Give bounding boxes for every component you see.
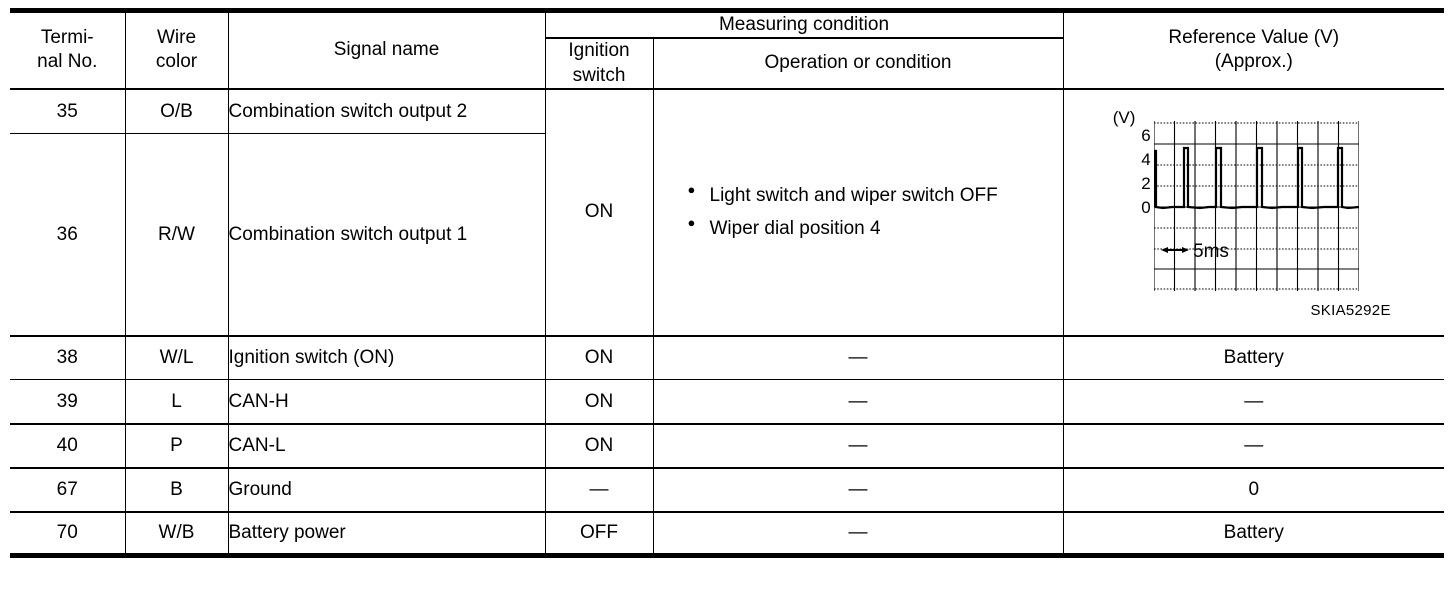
- header-reference-value-line2: (Approx.): [1214, 51, 1293, 73]
- cell-terminal-no: 40: [10, 422, 126, 469]
- cell-ignition-switch: ON: [544, 87, 654, 337]
- cell-wire-color: W/B: [124, 510, 229, 559]
- condition-bullet-item: Wiper dial position 4: [687, 212, 1063, 245]
- header-wire-color: Wire color: [124, 7, 229, 90]
- cell-wire-color: B: [124, 466, 229, 513]
- waveform-time-marker: [1160, 247, 1189, 254]
- waveform-y-tick: 4: [1141, 150, 1151, 170]
- header-wire-color-line1: Wire: [156, 27, 197, 49]
- cell-ignition-switch: ON: [544, 379, 654, 425]
- cell-signal-name: Combination switch output 2: [227, 87, 546, 135]
- header-ignition-switch-line2: switch: [572, 64, 626, 86]
- cell-operation-or-condition: —: [652, 466, 1064, 513]
- condition-bullet-list: Light switch and wiper switch OFF Wiper …: [654, 179, 1063, 246]
- header-ignition-switch-line1: Ignition: [568, 40, 630, 62]
- cell-wire-color: P: [124, 422, 229, 469]
- cell-operation-or-condition: —: [652, 334, 1064, 381]
- cell-wire-color: W/L: [124, 334, 229, 381]
- figure-caption: SKIA5292E: [1310, 302, 1391, 320]
- cell-ignition-switch: —: [544, 466, 654, 513]
- header-terminal-no: Termi- nal No.: [10, 7, 126, 90]
- header-terminal-no-line2: nal No.: [37, 51, 98, 73]
- waveform-unit-label: (V): [1112, 108, 1136, 128]
- cell-terminal-no: 39: [10, 379, 126, 425]
- cell-operation-or-condition: Light switch and wiper switch OFF Wiper …: [652, 87, 1064, 337]
- cell-wire-color: R/W: [124, 133, 229, 337]
- cell-reference-value: —: [1062, 422, 1445, 469]
- header-ignition-switch: Ignition switch: [545, 37, 654, 90]
- header-measuring-condition: Measuring condition: [544, 8, 1064, 40]
- header-wire-color-line2: color: [155, 51, 198, 73]
- table-row: 36 R/W Combination switch output 1: [10, 133, 1444, 337]
- cell-operation-or-condition: —: [652, 422, 1064, 469]
- cell-signal-name: CAN-L: [227, 422, 546, 469]
- condition-bullet-item: Light switch and wiper switch OFF: [687, 179, 1063, 212]
- waveform-trace: [1153, 147, 1359, 210]
- cell-signal-name: Battery power: [227, 510, 546, 559]
- oscilloscope-figure: (V) 6 4 2 0: [1109, 107, 1399, 320]
- table-row: 40 P CAN-L ON — —: [10, 422, 1445, 469]
- cell-ignition-switch: ON: [544, 334, 654, 381]
- cell-ignition-switch: ON: [544, 422, 654, 469]
- cell-terminal-no: 35: [10, 87, 126, 135]
- cell-signal-name: Ignition switch (ON): [227, 334, 546, 381]
- table-row: 38 W/L Ignition switch (ON) ON — Battery: [10, 334, 1445, 381]
- header-operation-or-condition: Operation or condition: [652, 37, 1064, 90]
- waveform-y-tick: 0: [1141, 198, 1151, 218]
- cell-reference-value-waveform: (V) 6 4 2 0: [1062, 87, 1445, 337]
- header-reference-value-line1: Reference Value (V): [1168, 27, 1340, 49]
- terminal-layout-table: Termi- nal No. Wire color Signal name Me…: [10, 7, 1445, 559]
- cell-terminal-no: 67: [10, 466, 126, 513]
- cell-signal-name: Combination switch output 1: [227, 133, 545, 337]
- cell-terminal-no: 70: [10, 510, 126, 559]
- waveform-y-tick: 2: [1141, 174, 1151, 194]
- cell-signal-name: Ground: [227, 466, 546, 513]
- table-row: 67 B Ground — — 0: [10, 466, 1445, 513]
- header-signal-name: Signal name: [227, 7, 546, 90]
- header-reference-value: Reference Value (V) (Approx.): [1062, 7, 1445, 90]
- cell-wire-color: L: [124, 379, 229, 425]
- waveform-y-axis: 6 4 2 0: [1129, 126, 1151, 223]
- table-row: 39 L CAN-H ON — —: [10, 379, 1445, 425]
- header-row-top: Termi- nal No. Wire color Signal name Me…: [10, 7, 1445, 90]
- cell-reference-value: Battery: [1062, 334, 1445, 381]
- cell-operation-or-condition: —: [652, 510, 1064, 559]
- cell-reference-value: —: [1062, 379, 1445, 425]
- cell-reference-value: Battery: [1062, 510, 1445, 559]
- cell-ignition-switch: OFF: [544, 510, 654, 559]
- cell-terminal-no: 38: [10, 334, 126, 381]
- waveform-time-scale-label: 5ms: [1193, 241, 1229, 262]
- cell-reference-value: 0: [1062, 466, 1445, 513]
- cell-terminal-no: 36: [10, 133, 126, 337]
- table-body: 35 O/B Combination switch output 2 ON Li…: [10, 87, 1445, 559]
- waveform-plot: 5ms: [1153, 121, 1359, 292]
- cell-signal-name: CAN-H: [227, 379, 546, 425]
- header-terminal-no-line1: Termi-: [40, 27, 94, 49]
- table-row: 70 W/B Battery power OFF — Battery: [10, 510, 1445, 559]
- table-row: 35 O/B Combination switch output 2 ON Li…: [10, 87, 1445, 337]
- waveform-y-tick: 6: [1141, 126, 1151, 146]
- cell-operation-or-condition: —: [652, 379, 1064, 425]
- table-header: Termi- nal No. Wire color Signal name Me…: [10, 7, 1445, 90]
- cell-wire-color: O/B: [124, 87, 229, 135]
